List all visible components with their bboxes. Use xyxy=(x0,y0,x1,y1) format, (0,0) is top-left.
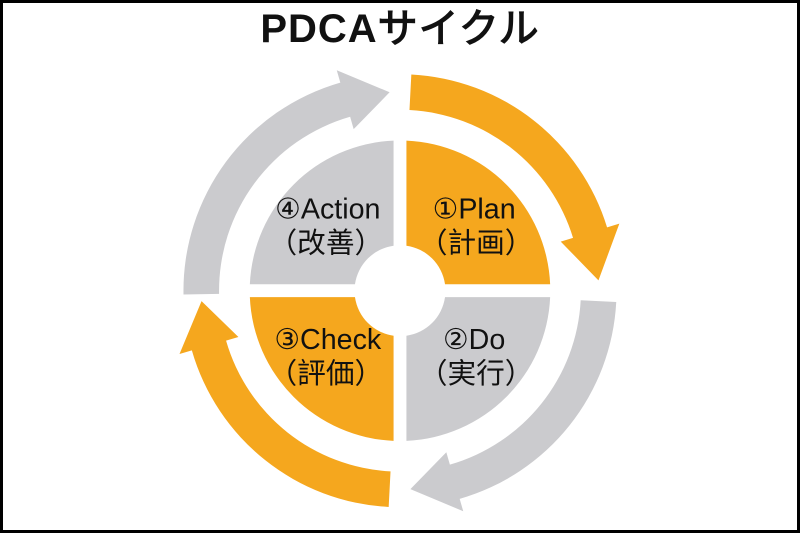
arrow-check-to-action xyxy=(179,301,391,507)
cycle-arrows xyxy=(179,70,620,512)
label-action-line2: （改善） xyxy=(269,227,384,259)
label-action-line1: ④Action xyxy=(275,194,380,226)
pdca-cycle-graphic: ①Plan （計画） ②Do （実行） ③Check （評価） ④Action … xyxy=(179,70,620,512)
label-do-line1: ②Do xyxy=(443,324,505,356)
quadrant-check xyxy=(249,297,394,441)
label-do-line2: （実行） xyxy=(419,358,534,390)
arrow-action-to-plan xyxy=(183,70,390,295)
quadrant-labels: ①Plan （計画） ②Do （実行） ③Check （評価） ④Action … xyxy=(269,194,534,390)
label-check-line2: （評価） xyxy=(269,358,384,390)
arrow-plan-to-do xyxy=(409,74,620,281)
page-title: PDCAサイクル xyxy=(260,7,540,51)
label-check-line1: ③Check xyxy=(274,324,382,356)
quadrant-plan xyxy=(406,140,551,285)
cycle-quadrants xyxy=(249,140,551,441)
quadrant-do xyxy=(406,297,551,441)
quadrant-action xyxy=(249,140,394,285)
label-plan-line1: ①Plan xyxy=(433,194,516,226)
arrow-do-to-check xyxy=(410,300,617,512)
label-plan-line2: （計画） xyxy=(419,227,534,259)
